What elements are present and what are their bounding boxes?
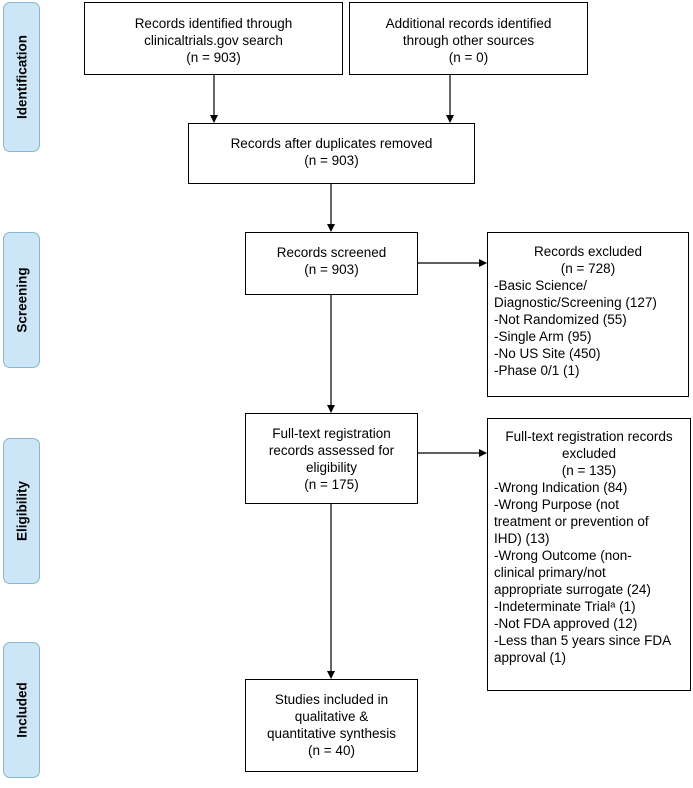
box-other-sources: Additional records identified through ot…: [349, 2, 588, 75]
exclusion-reason: approval (1): [494, 650, 567, 665]
box-fulltext-assessed: Full-text registration records assessed …: [245, 413, 418, 504]
exclusion-reason: Diagnostic/Screening (127): [494, 295, 657, 310]
box-count: (n = 728): [560, 261, 616, 276]
box-text: qualitative &: [294, 709, 369, 724]
stage-included: Included: [3, 642, 40, 778]
exclusion-reason: -Phase 0/1 (1): [494, 363, 580, 378]
box-count: (n = 40): [308, 743, 355, 758]
box-text: Records screened: [276, 245, 387, 260]
box-count: (n = 175): [304, 477, 359, 492]
box-studies-included: Studies included in qualitative & quanti…: [245, 679, 418, 772]
exclusion-reason: -Single Arm (95): [494, 329, 592, 344]
exclusion-reason: -Basic Science/: [494, 278, 588, 293]
box-fulltext-excluded: Full-text registration records excluded …: [487, 418, 691, 691]
exclusion-reason: IHD) (13): [494, 531, 550, 546]
box-records-screened: Records screened (n = 903): [245, 232, 418, 295]
box-text: Full-text registration records: [505, 429, 673, 444]
exclusion-reason: -Less than 5 years since FDA: [494, 633, 672, 648]
exclusion-reason: -No US Site (450): [494, 346, 601, 361]
box-count: (n = 903): [304, 153, 359, 168]
box-text: excluded: [561, 446, 617, 461]
stage-eligibility: Eligibility: [3, 438, 40, 584]
exclusion-reason: treatment or prevention of: [494, 514, 649, 529]
stage-identification: Identification: [3, 2, 40, 152]
exclusion-reason: -Wrong Indication (84): [494, 480, 628, 495]
box-text: Full-text registration: [272, 426, 391, 441]
box-text: quantitative synthesis: [266, 726, 397, 741]
box-text: eligibility: [305, 460, 358, 475]
box-records-excluded: Records excluded (n = 728) -Basic Scienc…: [487, 232, 689, 397]
box-text: Additional records identified: [385, 16, 552, 31]
stage-screening: Screening: [3, 232, 40, 368]
exclusion-reason: -Not FDA approved (12): [494, 616, 638, 631]
box-text: Records excluded: [533, 244, 643, 259]
exclusion-reason: -Wrong Outcome (non-: [494, 548, 632, 563]
box-count: (n = 903): [304, 262, 359, 277]
exclusion-reason: -Wrong Purpose (not: [494, 497, 620, 512]
box-after-duplicates: Records after duplicates removed (n = 90…: [188, 123, 475, 184]
exclusion-reason: -Indeterminate Trialᵃ (1): [494, 599, 636, 614]
box-text: Records identified through: [134, 16, 293, 31]
box-count: (n = 0): [448, 50, 489, 65]
box-count: (n = 903): [186, 50, 241, 65]
exclusion-reason: -Not Randomized (55): [494, 312, 627, 327]
box-text: Records after duplicates removed: [230, 136, 433, 151]
box-count: (n = 135): [561, 463, 617, 478]
box-clinicaltrials-records: Records identified through clinicaltrial…: [84, 2, 343, 75]
box-text: records assessed for: [268, 443, 395, 458]
exclusion-reason: appropriate surrogate (24): [494, 582, 651, 597]
box-text: Studies included in: [274, 692, 389, 707]
exclusion-reason: clinical primary/not: [494, 565, 606, 580]
box-text: through other sources: [402, 33, 535, 48]
box-text: clinicaltrials.gov search: [144, 33, 283, 48]
